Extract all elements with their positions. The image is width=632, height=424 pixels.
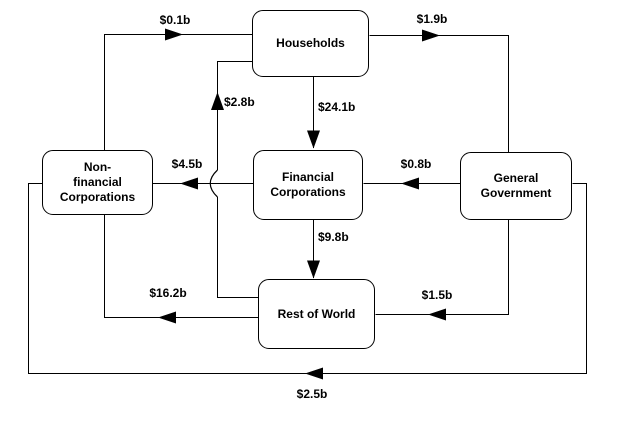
flow-government-to-restofworld — [375, 220, 510, 321]
flow-amount-government-to-nfc: $2.5b — [296, 387, 328, 401]
flow-line-restofworld-to-households-lower — [216, 197, 258, 299]
flow-line-households-to-government — [369, 34, 510, 152]
arrowhead-right-icon — [422, 29, 440, 42]
flow-amount-households-to-financial: $24.1b — [318, 100, 356, 114]
flow-government-to-nfc — [27, 182, 588, 380]
flow-line-nfc-to-households — [103, 33, 252, 150]
flow-households-to-financial — [307, 77, 320, 149]
node-households-label: Households — [276, 36, 345, 50]
flow-amount-restofworld-to-households: $2.8b — [224, 95, 255, 109]
arrowhead-left-icon — [401, 177, 419, 190]
node-non-financial-corporations: Non- financial Corporations — [42, 150, 153, 215]
flow-line-government-to-restofworld — [375, 220, 510, 316]
flow-line-restofworld-to-nfc — [103, 215, 258, 319]
arrowhead-right-icon — [165, 28, 183, 41]
flow-amount-financial-to-nfc: $4.5b — [171, 157, 203, 171]
flow-amount-government-to-restofworld: $1.5b — [421, 288, 453, 302]
flow-amount-financial-to-restofworld: $9.8b — [318, 230, 349, 244]
arrowhead-down-icon — [307, 260, 320, 279]
node-general-government-label: General Government — [480, 171, 552, 200]
arrowhead-up-icon — [211, 92, 224, 110]
flow-government-to-financial — [363, 177, 460, 190]
flow-financial-to-nfc — [153, 177, 253, 190]
node-financial-corporations-label: Financial Corporations — [270, 170, 346, 199]
flow-amount-households-to-government: $1.9b — [416, 12, 448, 26]
node-rest-of-world: Rest of World — [258, 279, 375, 349]
node-general-government: General Government — [460, 152, 572, 220]
flow-amount-nfc-to-households: $0.1b — [159, 13, 191, 27]
flow-households-to-government — [369, 29, 510, 152]
node-households: Households — [252, 10, 369, 77]
flow-amount-restofworld-to-nfc: $16.2b — [149, 286, 187, 300]
flow-restofworld-to-households — [209, 60, 258, 299]
flow-financial-to-restofworld — [307, 220, 320, 279]
node-financial-corporations: Financial Corporations — [253, 150, 363, 220]
flow-nfc-to-households — [103, 28, 252, 150]
arrowhead-left-icon — [158, 311, 176, 324]
arrowhead-left-icon — [305, 367, 323, 380]
flow-restofworld-to-nfc — [103, 215, 258, 324]
node-non-financial-corporations-label: Non- financial Corporations — [59, 160, 136, 204]
arrowhead-left-icon — [428, 308, 446, 321]
arrowhead-left-icon — [180, 177, 198, 190]
flow-line-restofworld-to-households-upper — [216, 60, 252, 170]
flow-amount-government-to-financial: $0.8b — [400, 157, 432, 171]
arrowhead-down-icon — [307, 130, 320, 149]
node-rest-of-world-label: Rest of World — [277, 306, 356, 321]
